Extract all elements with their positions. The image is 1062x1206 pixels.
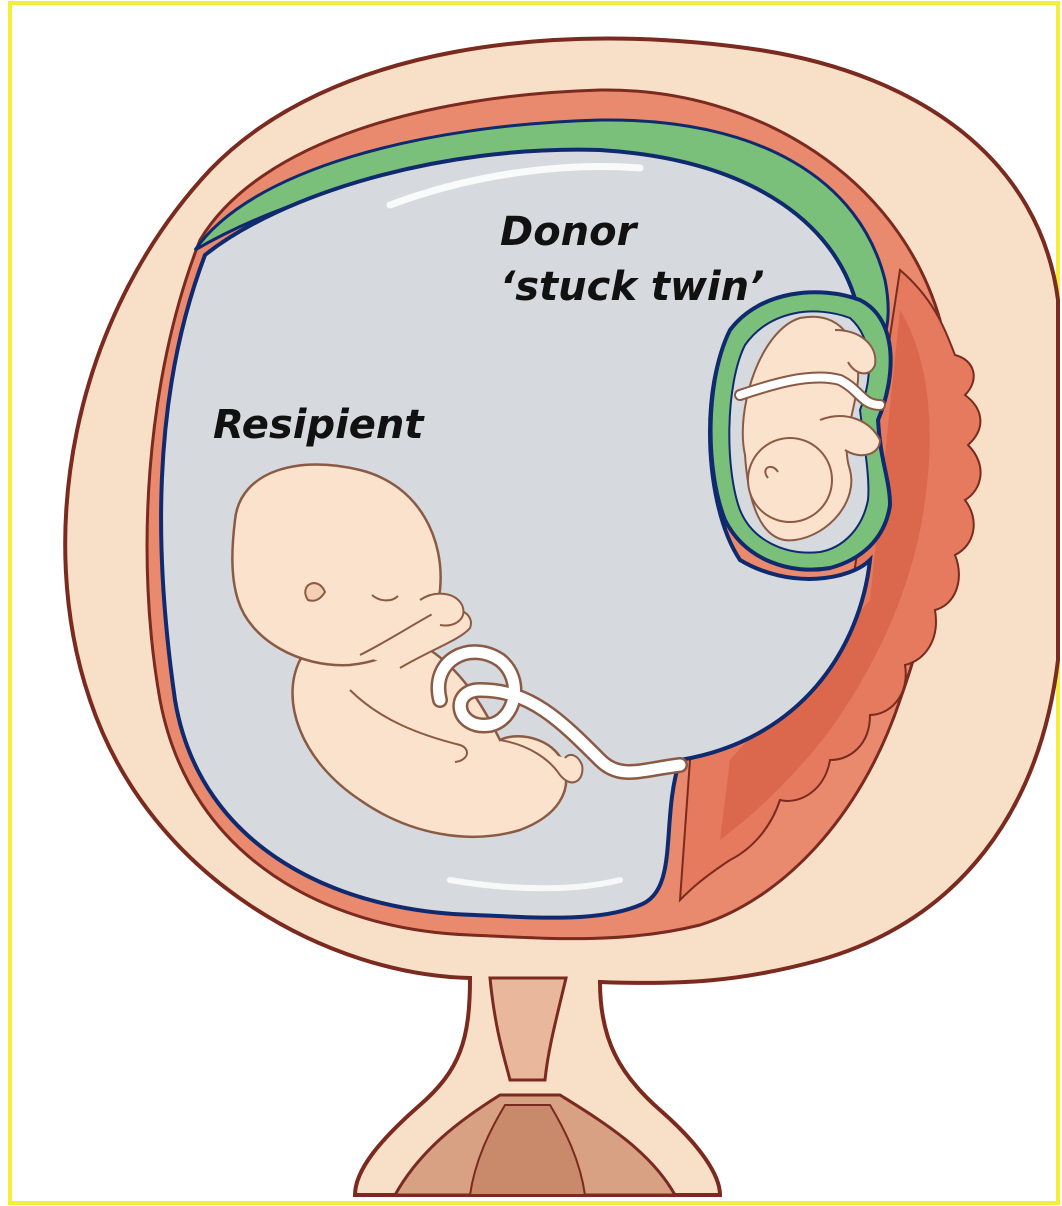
- label-recipient: Resipient: [213, 402, 425, 448]
- donor-fetus-head: [748, 438, 832, 522]
- label-donor: Donor: [500, 209, 639, 255]
- label-donor-stuck-twin: ‘stuck twin’: [500, 264, 764, 310]
